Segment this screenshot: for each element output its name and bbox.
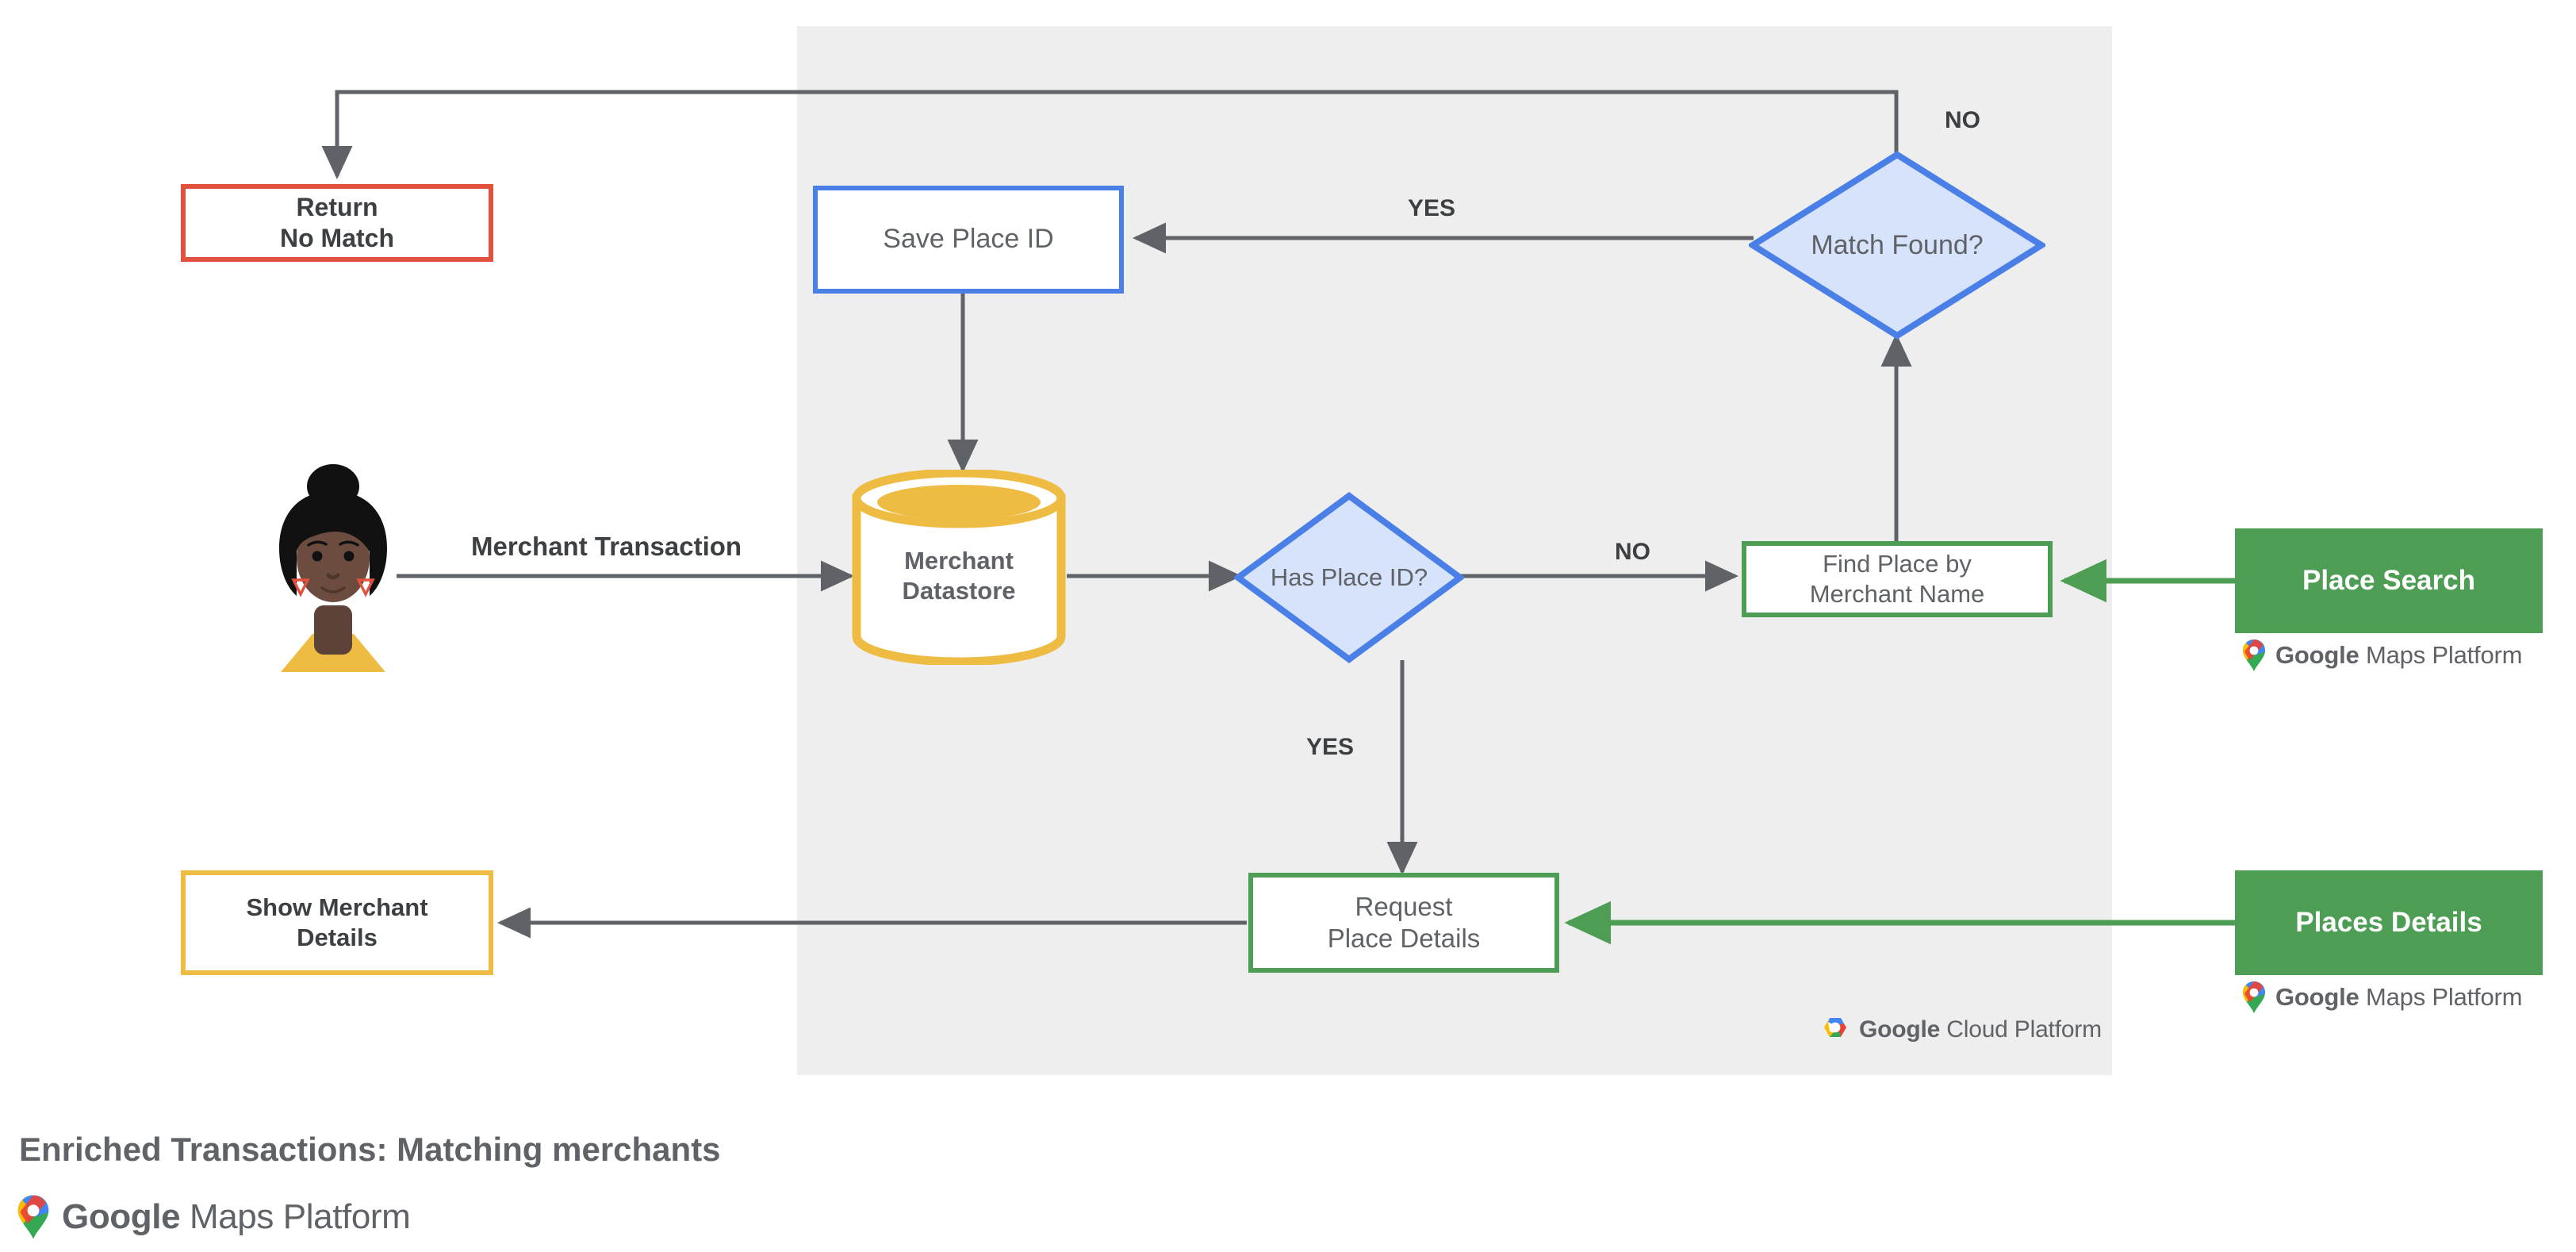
- match-found-line1: Match: [1811, 229, 1884, 260]
- match-found-diamond-shape: [1749, 151, 2045, 340]
- node-return-no-match[interactable]: Return No Match: [181, 184, 493, 262]
- has-place-id-line1: Has: [1270, 563, 1315, 592]
- request-place-details-line1: Request: [1355, 891, 1453, 921]
- node-place-search[interactable]: Place Search: [2235, 528, 2543, 633]
- label-match-found-yes: YES: [1408, 195, 1456, 221]
- node-show-merchant-details[interactable]: Show Merchant Details: [181, 870, 493, 975]
- gmp-logo-text-place-search: Google Maps Platform: [2275, 641, 2523, 669]
- label-match-found-no: NO: [1945, 107, 1980, 133]
- merchant-datastore-line2: Datastore: [902, 577, 1016, 605]
- node-places-details[interactable]: Places Details: [2235, 870, 2543, 975]
- save-place-id-label: Save Place ID: [883, 224, 1054, 255]
- find-place-line1: Find Place by: [1823, 550, 1972, 578]
- merchant-datastore-line1: Merchant: [904, 547, 1014, 575]
- node-merchant-datastore[interactable]: Merchant Datastore: [851, 470, 1067, 665]
- node-match-found[interactable]: Match Found?: [1749, 151, 2045, 340]
- label-has-place-id-yes: YES: [1306, 734, 1355, 760]
- show-merchant-details-line1: Show Merchant: [246, 893, 428, 922]
- has-place-id-diamond-shape: [1234, 492, 1464, 663]
- google-maps-platform-logo-footer: Google Maps Platform: [16, 1194, 411, 1240]
- return-no-match-line1: Return: [296, 192, 378, 221]
- google-maps-platform-logo-places-details: Google Maps Platform: [2241, 981, 2522, 1014]
- place-search-label: Place Search: [2302, 564, 2475, 596]
- google-maps-pin-icon: [2243, 639, 2265, 671]
- person-avatar-icon: [279, 464, 387, 672]
- google-cloud-hexagon-icon: [1824, 1018, 1846, 1037]
- label-has-place-id-no: NO: [1615, 539, 1650, 565]
- label-merchant-transaction: Merchant Transaction: [471, 532, 742, 561]
- google-cloud-platform-logo: Google Cloud Platform: [1819, 1016, 2102, 1044]
- match-found-line2: Found?: [1892, 229, 1984, 260]
- show-merchant-details-line2: Details: [297, 924, 378, 951]
- places-details-label: Places Details: [2295, 906, 2482, 938]
- gmp-logo-text-places-details: Google Maps Platform: [2275, 983, 2523, 1011]
- google-maps-pin-icon: [17, 1195, 49, 1239]
- merchant-avatar: [262, 464, 404, 678]
- find-place-line2: Merchant Name: [1809, 580, 1985, 608]
- gcp-logo-text: Google Cloud Platform: [1859, 1016, 2102, 1043]
- google-maps-platform-logo-place-search: Google Maps Platform: [2241, 639, 2522, 672]
- node-find-place-by-merchant-name[interactable]: Find Place by Merchant Name: [1742, 541, 2053, 617]
- request-place-details-line2: Place Details: [1327, 924, 1481, 953]
- node-save-place-id[interactable]: Save Place ID: [813, 186, 1124, 294]
- node-has-place-id[interactable]: Has Place ID?: [1234, 492, 1464, 663]
- google-maps-pin-icon: [2243, 981, 2265, 1013]
- merchant-datastore-cylinder-shape: [852, 470, 1066, 665]
- node-request-place-details[interactable]: Request Place Details: [1248, 873, 1559, 973]
- has-place-id-line2: Place ID?: [1321, 563, 1428, 592]
- return-no-match-line2: No Match: [280, 224, 394, 252]
- page-title: Enriched Transactions: Matching merchant…: [19, 1131, 721, 1168]
- gmp-logo-text-footer: Google Maps Platform: [62, 1197, 411, 1236]
